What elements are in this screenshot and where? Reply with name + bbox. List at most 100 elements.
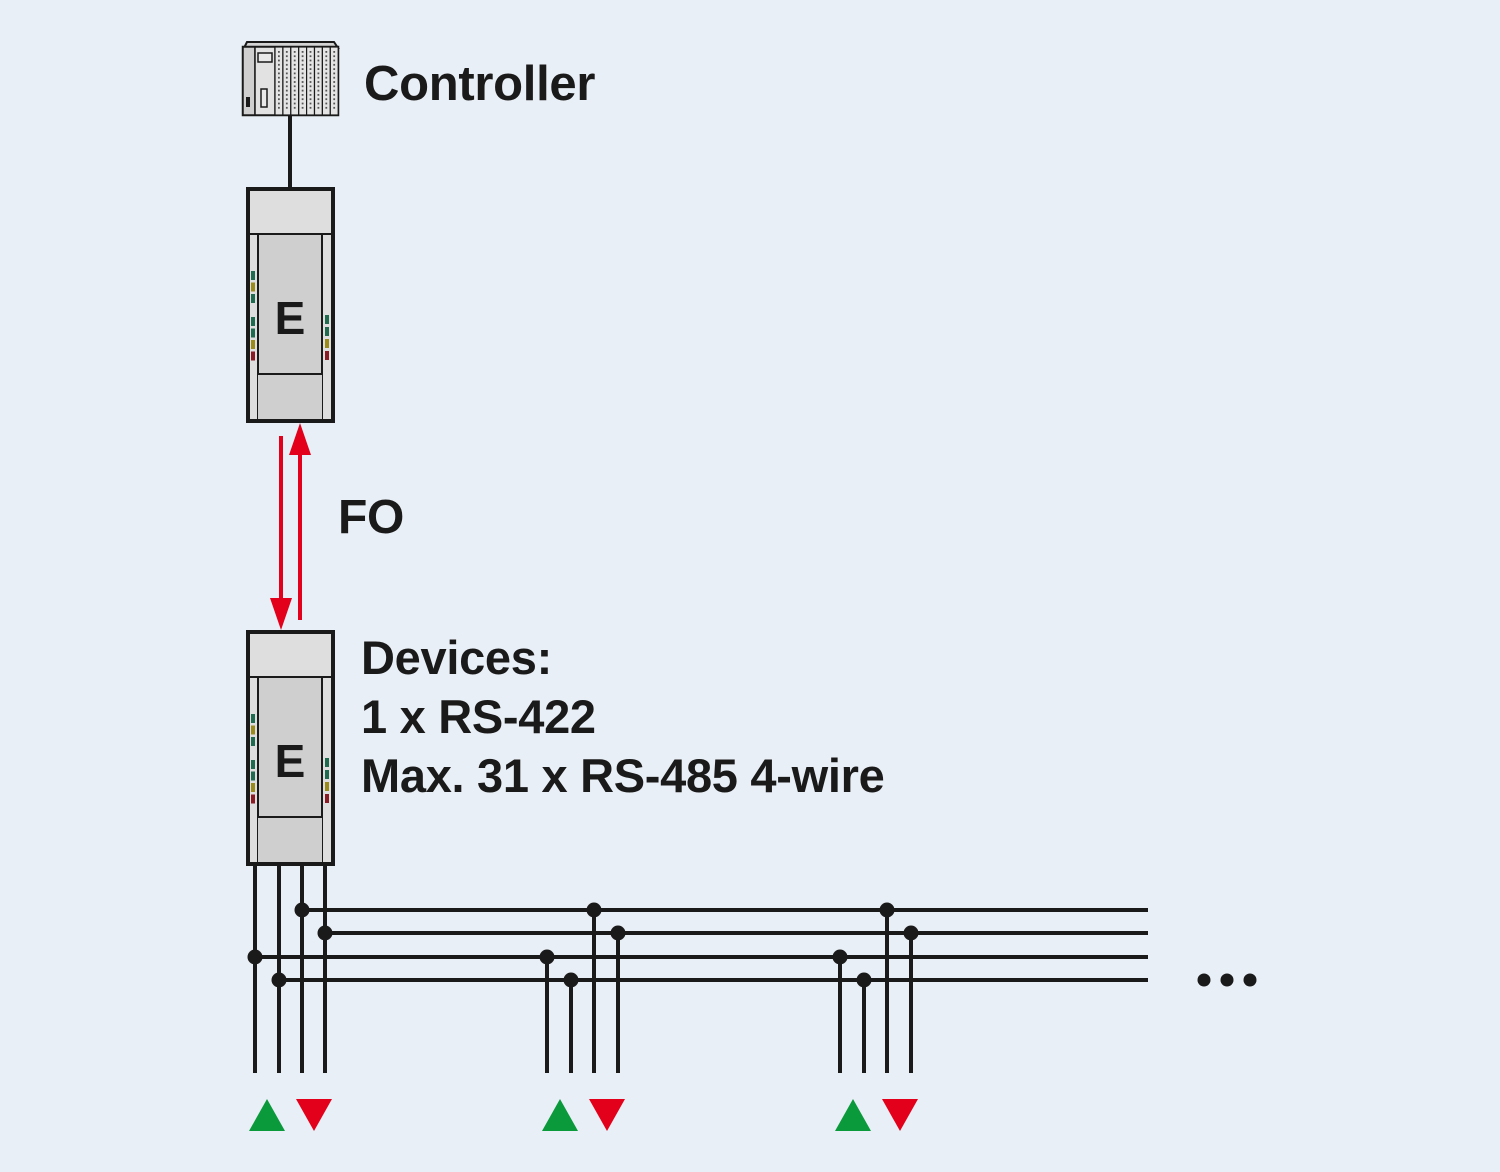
plc-io-dot bbox=[325, 106, 328, 109]
plc-io-dot bbox=[278, 85, 280, 88]
plc-io-dot bbox=[333, 85, 336, 88]
plc-io-dot bbox=[278, 72, 280, 75]
plc-io-dot bbox=[278, 55, 280, 58]
plc-io-slot bbox=[298, 46, 308, 116]
plc-io-dot bbox=[293, 106, 296, 109]
junction-dot bbox=[247, 949, 263, 965]
plc-io-dot bbox=[278, 68, 280, 70]
devices-line-rs485: Max. 31 x RS-485 4-wire bbox=[361, 749, 885, 802]
plc-io-dot bbox=[333, 94, 336, 96]
plc-io-dot bbox=[325, 89, 328, 92]
junction-dot bbox=[610, 925, 626, 941]
plc-io-dot bbox=[317, 72, 320, 75]
plc-io-dot bbox=[301, 89, 304, 92]
plc-io-dot bbox=[293, 94, 296, 96]
junction-dot bbox=[586, 902, 602, 918]
plc-io-dot bbox=[309, 68, 312, 70]
controller-label: Controller bbox=[364, 57, 596, 111]
plc-io-dot bbox=[309, 55, 312, 58]
plc-io-dot bbox=[333, 106, 336, 109]
plc-io-dot bbox=[293, 76, 296, 79]
plc-io-slot bbox=[313, 46, 324, 116]
plc-io-dot bbox=[325, 94, 328, 96]
plc-controller-icon bbox=[241, 41, 340, 117]
devices-heading: Devices: bbox=[361, 631, 552, 684]
plc-io-dot bbox=[309, 59, 312, 62]
status-led-icon bbox=[251, 760, 255, 769]
devices-description: Devices: 1 x RS-422 Max. 31 x RS-485 4-w… bbox=[361, 628, 885, 805]
junction-dot bbox=[879, 902, 895, 918]
plc-io-dot bbox=[309, 76, 312, 79]
plc-io-dot bbox=[325, 51, 328, 53]
status-led-icon bbox=[325, 758, 329, 767]
continuation-ellipsis-icon bbox=[1197, 973, 1257, 987]
plc-io-dot bbox=[301, 85, 304, 88]
plc-io-dot bbox=[309, 102, 312, 105]
plc-io-dot bbox=[278, 98, 280, 101]
plc-io-dot bbox=[278, 76, 280, 79]
plc-io-dot bbox=[285, 85, 288, 88]
status-led-icon bbox=[251, 351, 255, 361]
junction-dot bbox=[271, 972, 287, 988]
plc-io-dot bbox=[293, 68, 296, 70]
plc-io-dot bbox=[333, 63, 336, 66]
plc-io-slot bbox=[282, 46, 292, 116]
status-led-icon bbox=[325, 794, 329, 803]
plc-io-dot bbox=[317, 63, 320, 66]
plc-io-dot bbox=[301, 72, 304, 75]
plc-io-dot bbox=[293, 55, 296, 58]
plc-io-dot bbox=[278, 94, 280, 96]
plc-io-dot bbox=[285, 94, 288, 96]
status-led-icon bbox=[251, 771, 255, 781]
plc-io-dot bbox=[293, 72, 296, 75]
plc-io-dot bbox=[309, 106, 312, 109]
status-led-icon bbox=[251, 737, 255, 746]
status-led-icon bbox=[251, 725, 255, 735]
plc-io-dot bbox=[333, 102, 336, 105]
plc-io-dot bbox=[333, 98, 336, 101]
receive-down-icon bbox=[296, 1099, 332, 1131]
plc-io-dot bbox=[317, 102, 320, 105]
plc-io-dot bbox=[301, 68, 304, 70]
status-led-icon bbox=[251, 282, 255, 292]
plc-io-dot bbox=[333, 72, 336, 75]
plc-io-dot bbox=[317, 59, 320, 62]
junction-dot bbox=[294, 902, 310, 918]
status-led-icon bbox=[251, 328, 255, 338]
plc-io-dot bbox=[317, 98, 320, 101]
plc-io-dot bbox=[309, 94, 312, 96]
plc-io-dot bbox=[317, 55, 320, 58]
plc-io-dot bbox=[285, 55, 288, 58]
plc-io-dot bbox=[301, 94, 304, 96]
plc-io-dot bbox=[285, 98, 288, 101]
module-bottom-panel bbox=[258, 374, 322, 419]
plc-io-dot bbox=[301, 55, 304, 58]
plc-io-dot bbox=[278, 89, 280, 92]
plc-io-dot bbox=[325, 59, 328, 62]
plc-io-dot bbox=[301, 106, 304, 109]
plc-io-dot bbox=[285, 76, 288, 79]
junction-dot bbox=[317, 925, 333, 941]
status-led-icon bbox=[251, 294, 255, 303]
receive-down-icon bbox=[589, 1099, 625, 1131]
plc-io-dot bbox=[333, 76, 336, 79]
module-letter: E bbox=[275, 735, 306, 787]
status-led-icon bbox=[251, 340, 255, 349]
junction-dot bbox=[903, 925, 919, 941]
plc-io-dot bbox=[285, 72, 288, 75]
plc-io-dot bbox=[301, 98, 304, 101]
plc-io-dot bbox=[293, 81, 296, 83]
status-led-icon bbox=[251, 714, 255, 723]
status-led-icon bbox=[251, 783, 255, 792]
plc-io-dot bbox=[293, 63, 296, 66]
plc-io-dot bbox=[285, 68, 288, 70]
plc-io-dot bbox=[285, 106, 288, 109]
plc-io-slot bbox=[290, 46, 300, 116]
plc-io-dot bbox=[285, 89, 288, 92]
module-front-panel bbox=[257, 233, 323, 375]
plc-io-dot bbox=[285, 102, 288, 105]
fiber-link bbox=[270, 423, 311, 630]
plc-io-dot bbox=[285, 59, 288, 62]
plc-io-dot bbox=[309, 81, 312, 83]
